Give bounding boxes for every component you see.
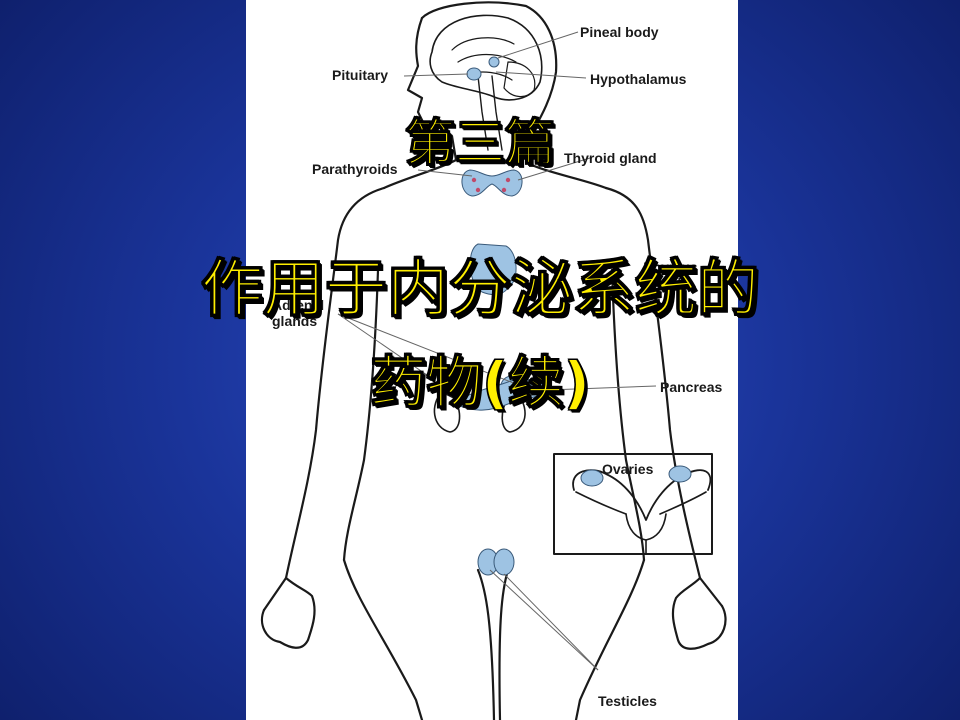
testicle-right-shape [493, 548, 515, 576]
body-outline-figure [260, 1, 727, 720]
label-hypothalamus: Hypothalamus [590, 71, 687, 87]
label-thymus: Thymus [644, 259, 698, 275]
ovary-left-shape [580, 469, 604, 487]
slide-title-line-2: 作用于内分泌系统的 [200, 252, 759, 325]
label-adrenal: Adrenal [272, 297, 325, 313]
label-thyroid-gland: Thyroid gland [564, 150, 657, 166]
label-ovaries: Ovaries [602, 461, 654, 477]
label-parathyroids: Parathyroids [312, 161, 398, 177]
ovary-right-shape [668, 465, 692, 483]
pituitary-gland-shape [466, 67, 482, 81]
pineal-gland-shape [488, 56, 500, 68]
label-pineal-body: Pineal body [580, 24, 659, 40]
label-pituitary: Pituitary [332, 67, 389, 83]
label-testicles: Testicles [598, 693, 657, 709]
label-adrenal-glands: glands [272, 313, 318, 329]
slide-title-line-3: 药物(续) [370, 351, 590, 416]
thyroid-gland-shape [461, 169, 523, 197]
thymus-gland-shape [469, 243, 517, 296]
label-pancreas: Pancreas [660, 379, 723, 395]
adrenal-left-shape [435, 375, 459, 393]
label-thymus-gland: gland [644, 275, 682, 291]
anatomy-diagram-panel: Pineal body Pituitary Hypothalamus Thyro… [246, 0, 738, 720]
slide-title-line-1: 第三篇 [405, 114, 556, 172]
